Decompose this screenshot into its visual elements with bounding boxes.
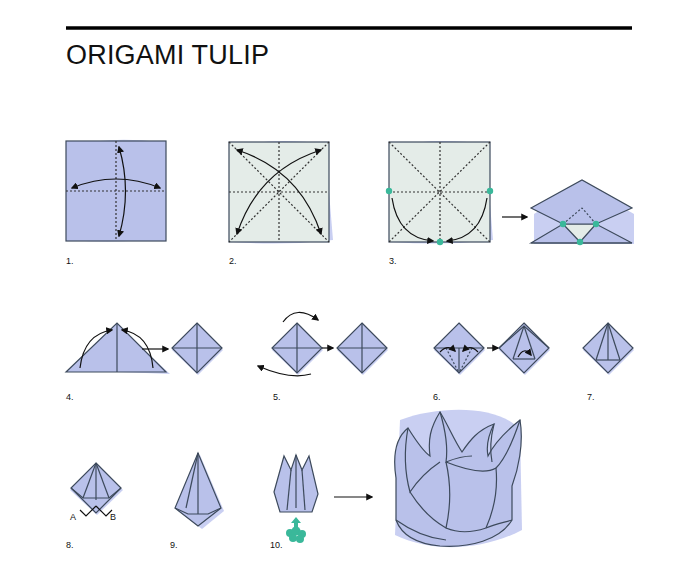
step-number: 4.	[66, 392, 74, 402]
fold-point-label: A	[70, 512, 76, 522]
step-number: 2.	[229, 256, 237, 266]
fold-point-label: B	[110, 512, 116, 522]
step-number: 6.	[433, 392, 441, 402]
step-number: 9.	[170, 540, 178, 550]
step-number: 10.	[270, 540, 283, 550]
step-number: 3.	[389, 256, 397, 266]
step-number: 7.	[587, 392, 595, 402]
step-number: 1.	[66, 256, 74, 266]
top-rule	[66, 26, 632, 30]
step-number: 8.	[66, 540, 74, 550]
step-number: 5.	[273, 392, 281, 402]
diagram-title: ORIGAMI TULIP	[66, 40, 269, 71]
